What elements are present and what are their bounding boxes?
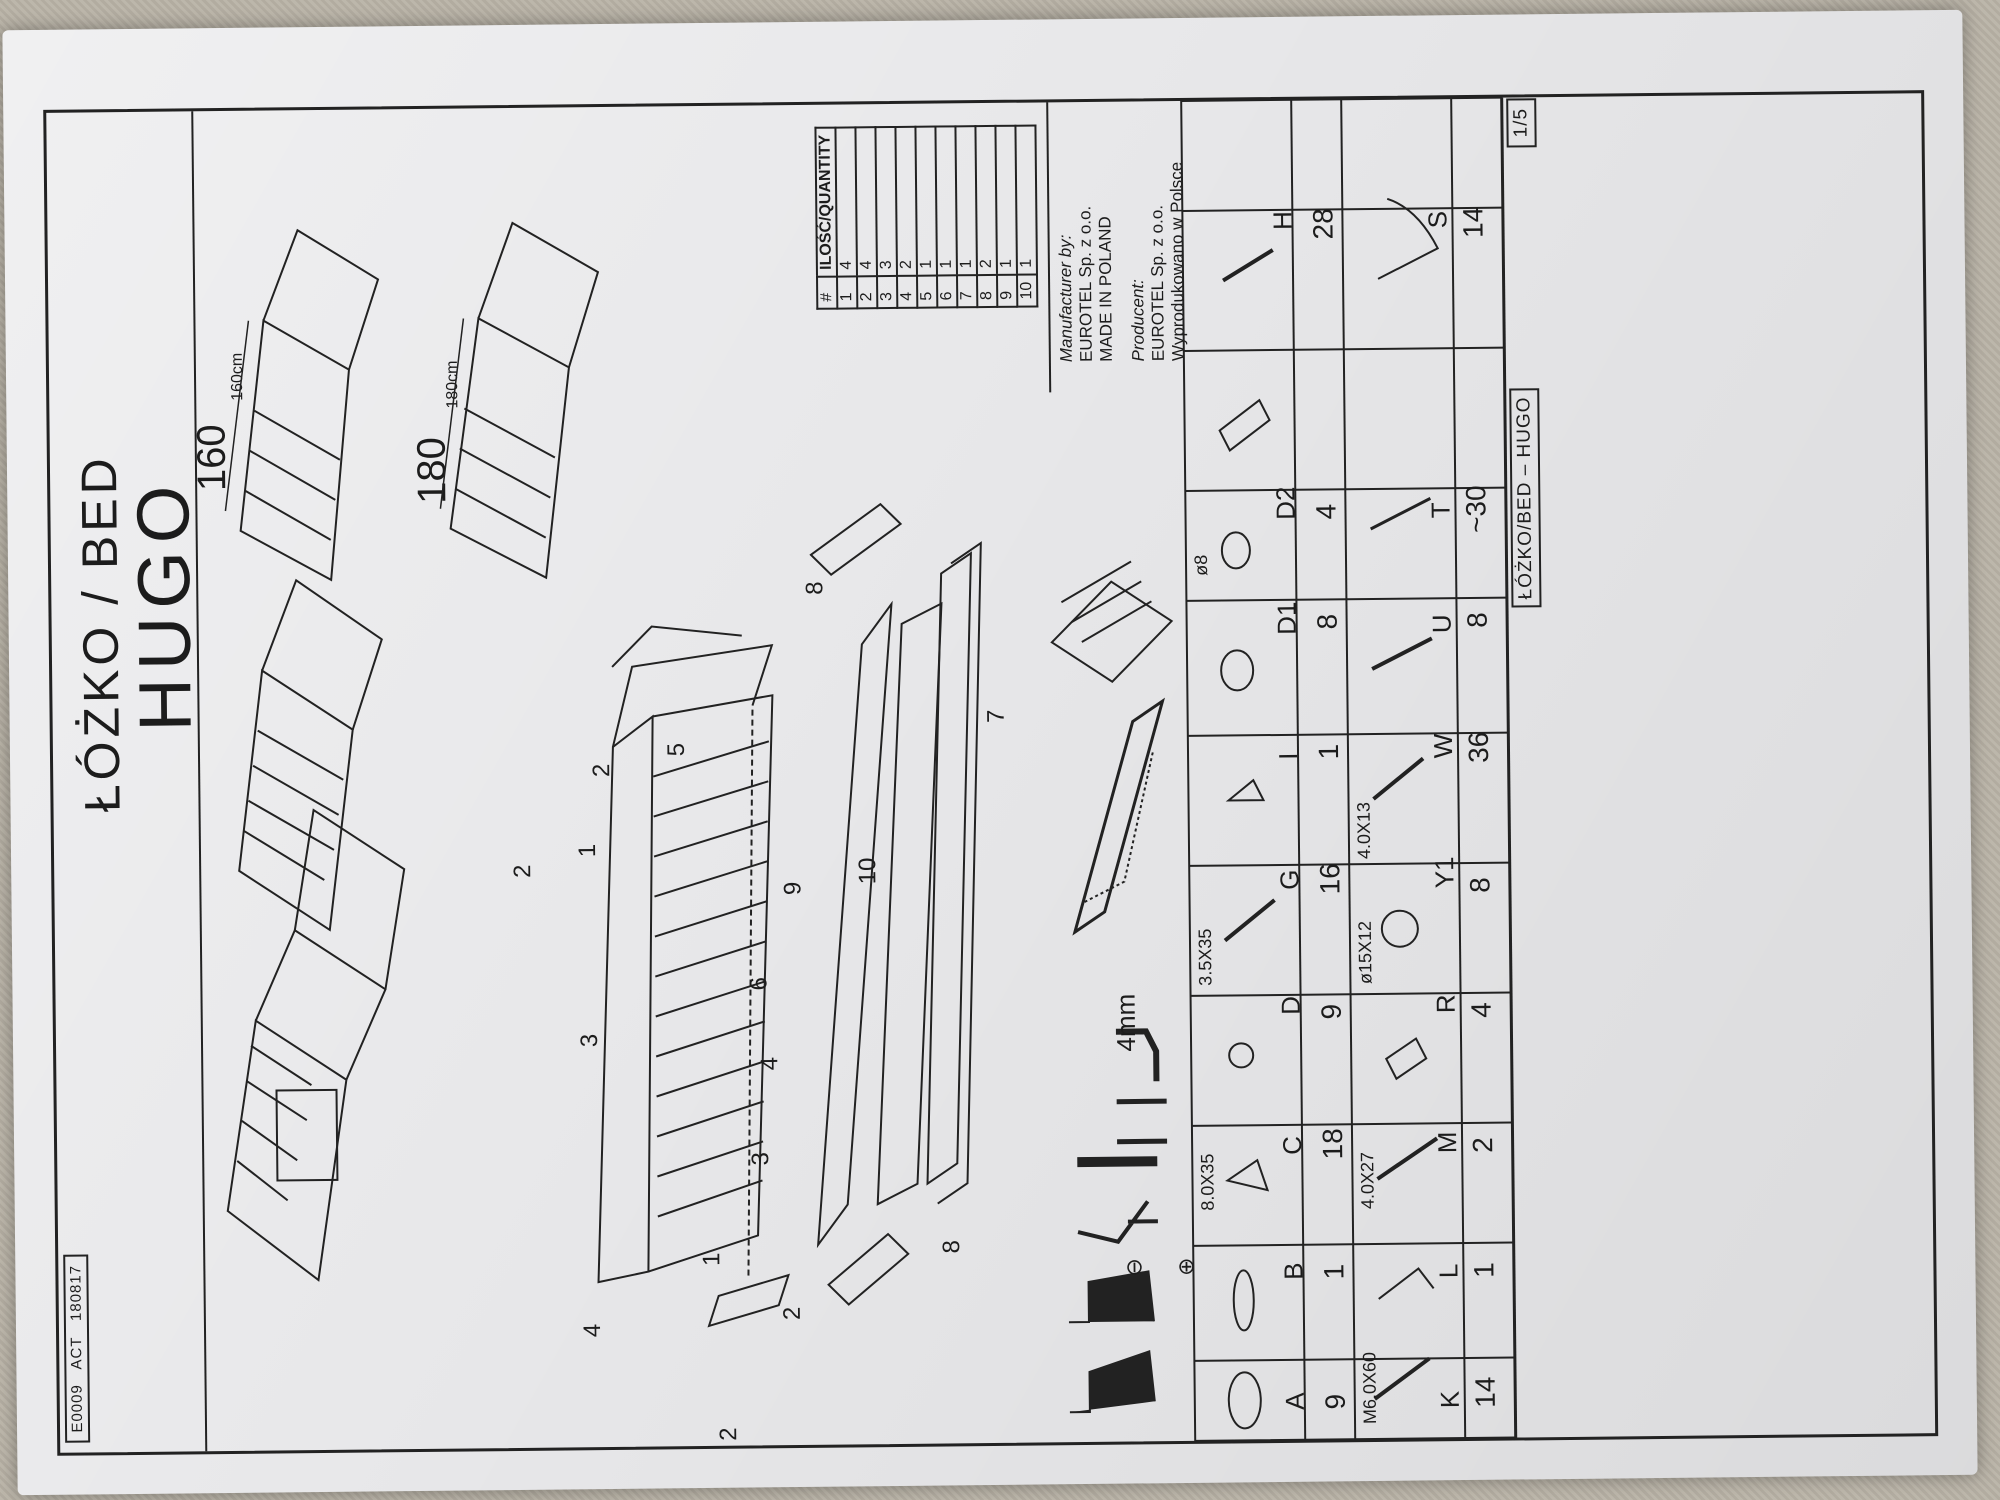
drill-detail xyxy=(1050,560,1174,936)
hw-K-qty: 14 xyxy=(1469,1376,1501,1409)
bed-sketch-middle xyxy=(238,578,383,932)
hw-G-qty: 16 xyxy=(1314,863,1346,895)
page-frame: E0009 ACT 180817 ŁÓŻKO / BED HUGO 160 18… xyxy=(43,90,1939,1456)
hw-L-letter: L xyxy=(1433,1263,1464,1279)
hw-W-dim: 4.0X13 xyxy=(1353,801,1375,860)
hw-D1-letter: D1 xyxy=(1271,601,1302,636)
hw-R-qty: 4 xyxy=(1465,1002,1497,1019)
hw-G-dim: 3.5X35 xyxy=(1194,928,1216,986)
bed-sketch-left xyxy=(226,808,406,1282)
hw-Y1-dim: ø15X12 xyxy=(1354,920,1376,985)
hw-R-letter: R xyxy=(1430,994,1461,1014)
hw-D-qty: 9 xyxy=(1315,1003,1347,1020)
hw-D2-qty: 4 xyxy=(1310,503,1342,520)
hardware-grid xyxy=(1180,96,1517,1442)
hw-M-dim: 4.0X27 xyxy=(1357,1151,1378,1210)
hw-K-dim: M6.0X60 xyxy=(1359,1351,1381,1425)
hw-D1-qty: 8 xyxy=(1311,613,1343,630)
hw-G-letter: G xyxy=(1274,869,1305,891)
hw-I-qty: 1 xyxy=(1312,743,1345,760)
hw-S-qty: 14 xyxy=(1457,206,1489,239)
hw-W-letter: W xyxy=(1427,733,1459,759)
hw-D-letter: D xyxy=(1275,995,1306,1016)
hw-I-letter: I xyxy=(1273,752,1304,761)
instruction-sheet: E0009 ACT 180817 ŁÓŻKO / BED HUGO 160 18… xyxy=(2,9,1978,1496)
hw-W-qty: 36 xyxy=(1462,731,1495,764)
hw-C-letter: C xyxy=(1277,1135,1308,1156)
hw-Y1-qty: 8 xyxy=(1464,877,1496,894)
bed-sketch-180 xyxy=(439,221,600,580)
hw-S-letter: S xyxy=(1422,210,1453,229)
hw-A-qty: 9 xyxy=(1319,1393,1351,1410)
bed-illustrations xyxy=(224,221,1174,1414)
bed-assembly-diagram xyxy=(597,625,790,1328)
hw-U-qty: 8 xyxy=(1461,612,1493,629)
hw-B-qty: 1 xyxy=(1318,1263,1350,1280)
hw-M-qty: 2 xyxy=(1467,1137,1499,1154)
hw-L-qty: 1 xyxy=(1468,1262,1500,1279)
hw-M-letter: M xyxy=(1431,1131,1463,1154)
hw-K-letter: K xyxy=(1434,1390,1465,1409)
hw-B-letter: B xyxy=(1278,1262,1309,1281)
bed-sketch-160 xyxy=(224,228,380,582)
hw-U-letter: U xyxy=(1426,614,1457,634)
drawer-exploded-diagram xyxy=(809,502,982,1306)
hw-A-letter: A xyxy=(1279,1392,1310,1411)
hw-C-dim: 8.0X35 xyxy=(1197,1153,1218,1211)
hw-Y1-letter: Y1 xyxy=(1429,856,1460,889)
page-number: 1/5 xyxy=(1506,97,1537,148)
hw-C-qty: 18 xyxy=(1316,1128,1349,1160)
hw-D2-dim: ø8 xyxy=(1190,554,1212,576)
footer-product-name: ŁÓŻKO/BED – HUGO xyxy=(1509,388,1542,608)
hw-H-letter: H xyxy=(1267,210,1298,231)
hw-D2-letter: D2 xyxy=(1270,486,1301,521)
hw-T-letter: T xyxy=(1425,502,1456,519)
hw-T-qty: ~30 xyxy=(1460,485,1492,534)
hw-H-qty: 28 xyxy=(1307,208,1339,240)
people-tools-row xyxy=(1068,1028,1168,1414)
